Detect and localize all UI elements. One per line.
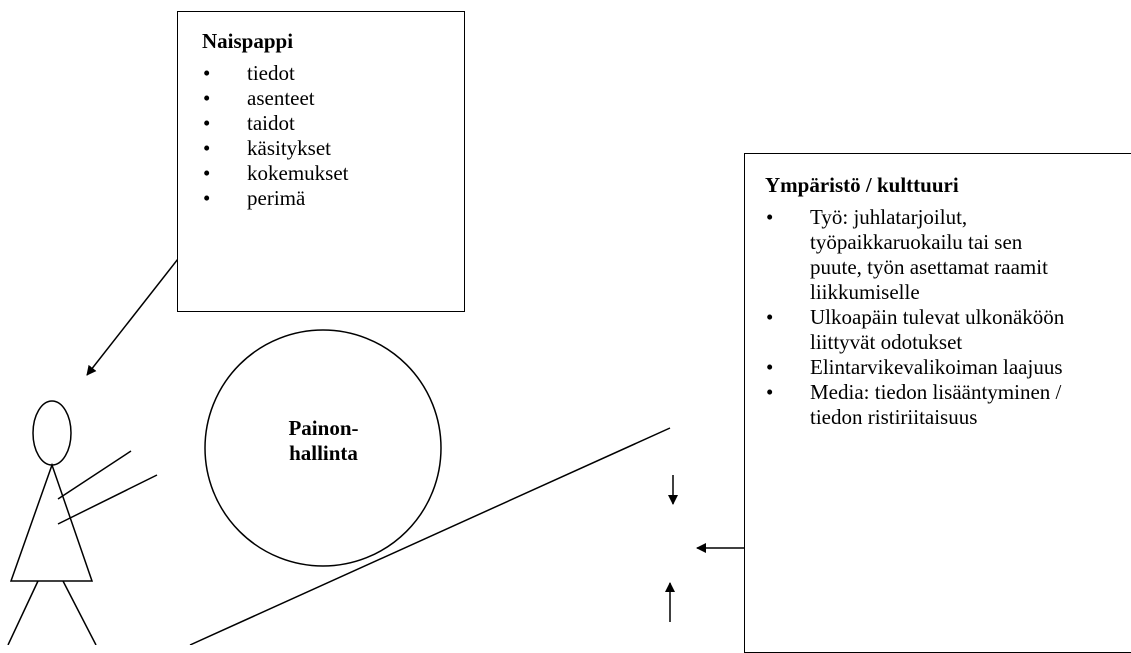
figure-head [32, 400, 72, 466]
naispappi-item: taidot [202, 111, 464, 136]
naispappi-list: tiedot asenteet taidot käsitykset kokemu… [202, 61, 464, 211]
naispappi-item: asenteet [202, 86, 464, 111]
ymparisto-list: Työ: juhlatarjoilut, työpaikkaruokailu t… [765, 205, 1065, 430]
naispappi-title: Naispappi [202, 29, 294, 53]
figure-upper-arm [57, 450, 132, 500]
figure-lower-arm [57, 474, 158, 525]
ymparisto-item: Media: tiedon lisääntyminen / tiedon ris… [765, 380, 1065, 430]
painonhallinta-label-line2: hallinta [289, 441, 358, 465]
ymparisto-item: Työ: juhlatarjoilut, työpaikkaruokailu t… [765, 205, 1065, 305]
naispappi-item: kokemukset [202, 161, 464, 186]
stick-figure [7, 400, 158, 645]
painonhallinta-circle [204, 329, 442, 567]
naispappi-item: tiedot [202, 61, 464, 86]
figure-left-leg [7, 580, 39, 645]
ymparisto-item: Ulkoapäin tulevat ulkonäköön liittyvät o… [765, 305, 1065, 355]
painonhallinta-label-line1: Painon- [288, 416, 359, 440]
figure-right-leg [62, 580, 97, 645]
naispappi-box: Naispappi tiedot asenteet taidot käsityk… [177, 11, 465, 312]
ymparisto-title: Ympäristö / kulttuuri [765, 173, 959, 197]
figure-body [9, 462, 94, 582]
ymparisto-box: Ympäristö / kulttuuri Työ: juhlatarjoilu… [744, 153, 1131, 653]
naispappi-item: perimä [202, 186, 464, 211]
naispappi-item: käsitykset [202, 136, 464, 161]
arrow-naispappi-to-figure [86, 249, 186, 376]
painonhallinta-label: Painon- hallinta [205, 416, 442, 466]
ymparisto-item: Elintarvikevalikoiman laajuus [765, 355, 1065, 380]
slope-line [189, 427, 671, 645]
